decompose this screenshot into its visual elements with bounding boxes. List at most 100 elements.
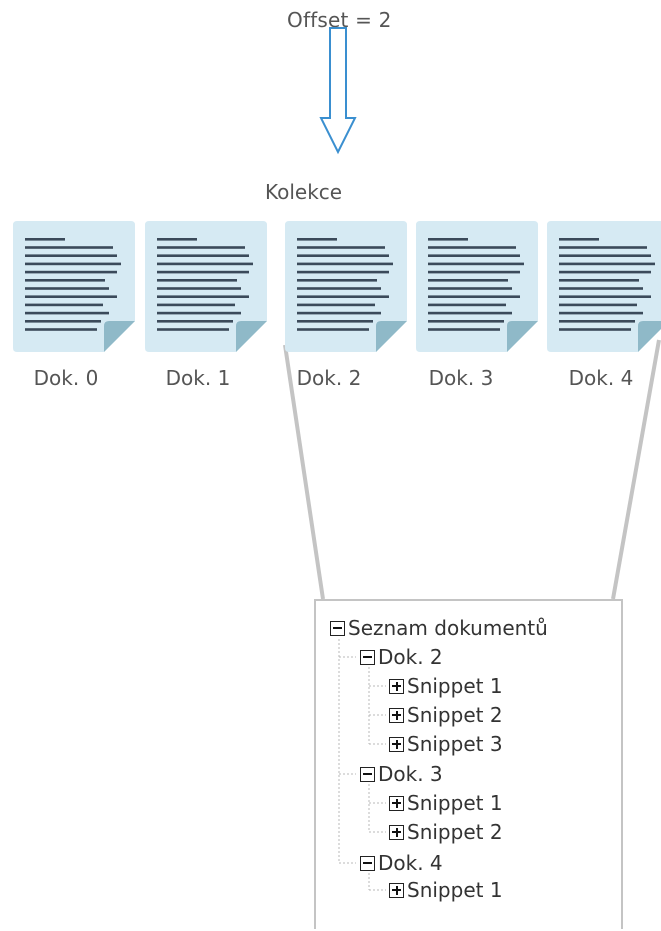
document-text-line (559, 279, 639, 282)
collapse-icon[interactable] (360, 855, 375, 871)
document-icon (13, 221, 135, 352)
tree-leaf-snippet[interactable]: Snippet 2 (389, 819, 503, 845)
document-text-line (428, 270, 520, 274)
tree-leaf-label: Snippet 1 (407, 674, 503, 698)
document-text-line (25, 279, 105, 282)
document-icon (416, 221, 538, 352)
tree-leaf-snippet[interactable]: Snippet 1 (389, 673, 503, 699)
tree-root[interactable]: Seznam dokumentů (330, 615, 548, 641)
document-text-line (297, 238, 337, 241)
document-text-line (297, 270, 389, 274)
tree-node-dok-2[interactable]: Dok. 2 (360, 644, 443, 670)
document-text-line (297, 328, 369, 331)
document-tree: Seznam dokumentů Dok. 2 Snippet 1 Snippe… (314, 599, 623, 929)
collapse-icon[interactable] (330, 620, 345, 636)
collapse-icon[interactable] (360, 649, 375, 665)
document-text-line (428, 303, 506, 307)
tree-leaf-label: Snippet 2 (407, 703, 503, 727)
document-text-line (157, 328, 229, 331)
document-text-line (297, 320, 373, 323)
expand-icon[interactable] (389, 678, 404, 694)
document-text-line (25, 238, 65, 241)
document-text-line (157, 246, 245, 249)
document-label: Dok. 2 (296, 366, 362, 390)
document-text-line (297, 287, 381, 290)
document-text-line (157, 311, 241, 315)
document-text-line (559, 246, 647, 249)
tree-node-label: Dok. 4 (378, 851, 443, 875)
tree-node-dok-4[interactable]: Dok. 4 (360, 850, 443, 876)
document-fold (104, 321, 135, 352)
tree-root-label: Seznam dokumentů (348, 616, 548, 640)
collapse-icon[interactable] (360, 766, 375, 782)
document-text-line (428, 238, 468, 241)
document-text-line (559, 254, 651, 257)
document-text-line (157, 254, 249, 257)
document-text-line (25, 246, 113, 249)
document-text-line (157, 279, 237, 282)
zoom-connector-left (283, 344, 325, 600)
tree-node-label: Dok. 2 (378, 645, 443, 669)
document-text-line (428, 328, 500, 331)
document-text-line (559, 311, 643, 315)
document-text-line (428, 254, 520, 257)
document-text-line (157, 295, 249, 298)
document-text-line (428, 246, 516, 249)
document-text-line (25, 328, 97, 331)
document-page (13, 221, 135, 352)
document-text-line (25, 287, 109, 290)
document-text-line (559, 295, 651, 298)
document-fold (507, 321, 538, 352)
expand-icon[interactable] (389, 707, 404, 723)
document-text-line (559, 262, 655, 266)
document-fold (236, 321, 267, 352)
document-icon (145, 221, 267, 352)
document-text-line (297, 279, 377, 282)
document-text-line (157, 270, 249, 274)
document-text-line (428, 279, 508, 282)
document-text-line (25, 311, 109, 315)
document-text-line (25, 303, 103, 307)
document-text-line (559, 238, 599, 241)
expand-icon[interactable] (389, 795, 404, 811)
document-text-line (25, 254, 117, 257)
document-text-line (559, 328, 631, 331)
document-text-line (157, 303, 235, 307)
document-text-line (428, 262, 524, 266)
expand-icon[interactable] (389, 736, 404, 752)
document-icon (547, 221, 661, 352)
document-text-line (559, 320, 635, 323)
tree-leaf-snippet[interactable]: Snippet 1 (389, 877, 503, 903)
document-text-line (428, 287, 512, 290)
collection-label: Kolekce (265, 180, 343, 204)
document-text-line (297, 295, 389, 298)
document-label: Dok. 0 (33, 366, 99, 390)
document-text-line (25, 295, 117, 298)
document-text-line (25, 320, 101, 323)
document-text-line (428, 320, 504, 323)
document-page (547, 221, 661, 352)
document-page (145, 221, 267, 352)
document-label: Dok. 4 (568, 366, 634, 390)
document-text-line (157, 287, 241, 290)
document-text-line (25, 262, 121, 266)
document-fold (638, 321, 661, 352)
expand-icon[interactable] (389, 824, 404, 840)
tree-leaf-snippet[interactable]: Snippet 2 (389, 702, 503, 728)
document-label: Dok. 3 (428, 366, 494, 390)
tree-leaf-snippet[interactable]: Snippet 1 (389, 790, 503, 816)
tree-node-dok-3[interactable]: Dok. 3 (360, 761, 443, 787)
tree-leaf-label: Snippet 1 (407, 791, 503, 815)
tree-leaf-snippet[interactable]: Snippet 3 (389, 731, 503, 757)
zoom-connector-right (611, 339, 661, 600)
document-text-line (157, 238, 197, 241)
document-text-line (157, 262, 253, 266)
document-page (285, 221, 407, 352)
document-text-line (25, 270, 117, 274)
tree-leaf-label: Snippet 1 (407, 878, 503, 902)
expand-icon[interactable] (389, 882, 404, 898)
document-text-line (559, 303, 637, 307)
tree-leaf-label: Snippet 3 (407, 732, 503, 756)
